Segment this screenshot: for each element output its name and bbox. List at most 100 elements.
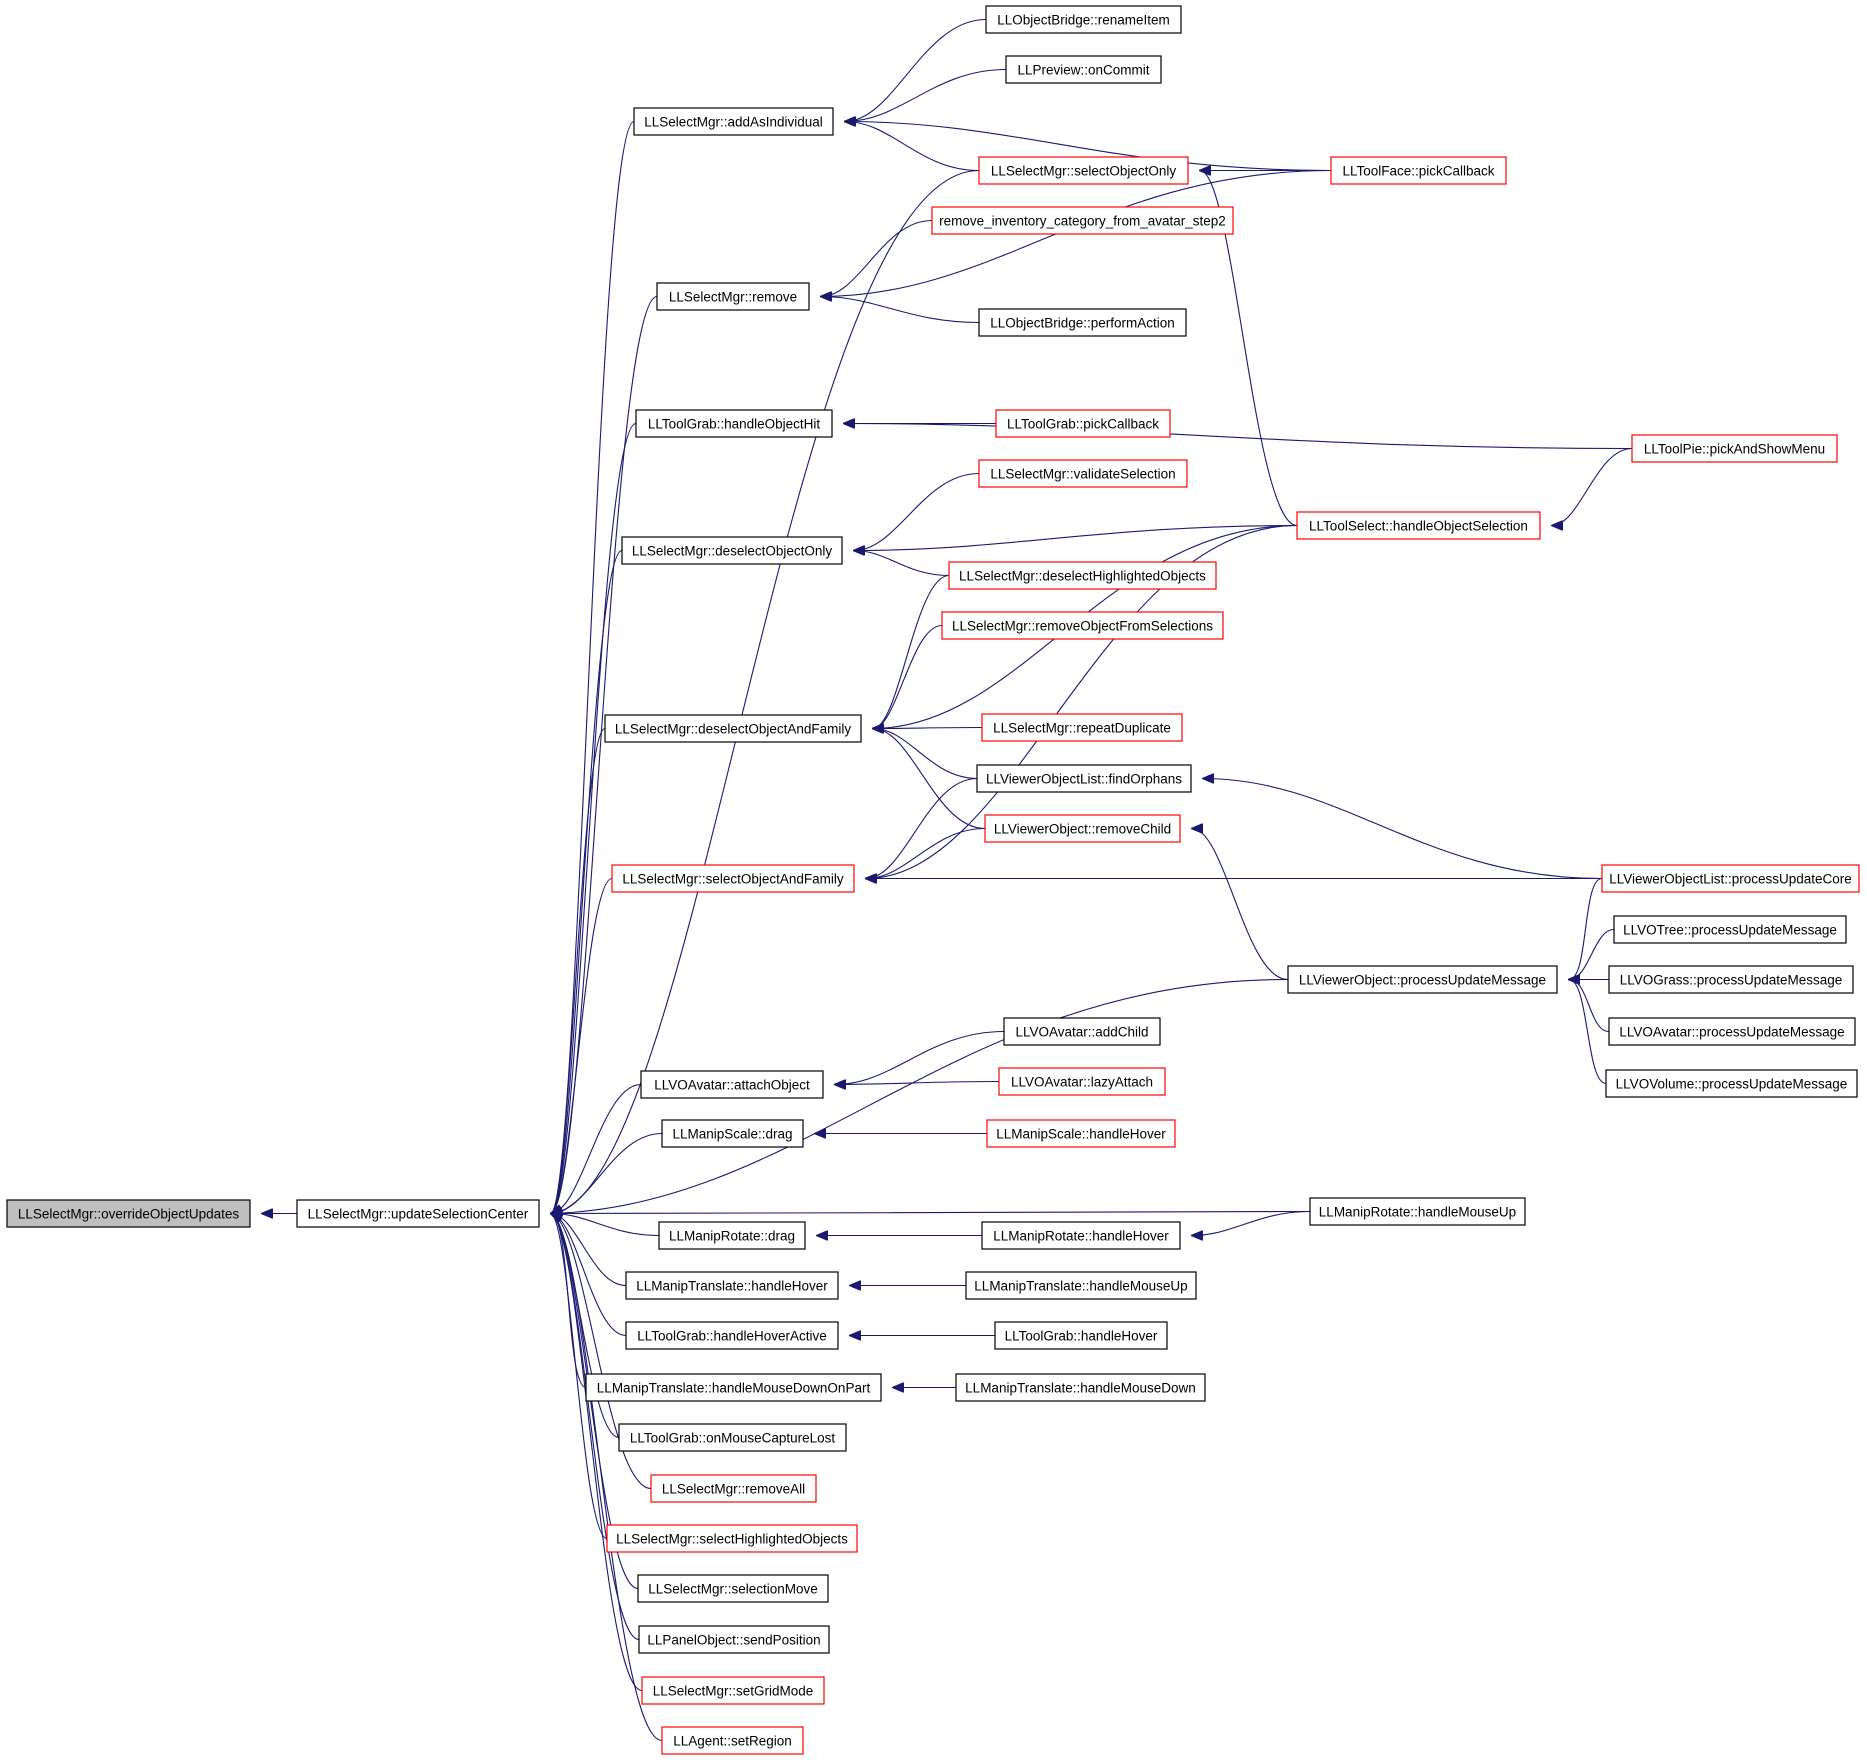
node-msDrag[interactable]: LLManipScale::drag xyxy=(661,1119,804,1148)
node-box xyxy=(661,1119,804,1148)
node-gridMode[interactable]: LLSelectMgr::setGridMode xyxy=(641,1676,825,1705)
node-selOnly[interactable]: LLSelectMgr::selectObjectOnly xyxy=(978,156,1189,185)
node-attach[interactable]: LLVOAvatar::attachObject xyxy=(640,1070,824,1099)
node-validSel[interactable]: LLSelectMgr::validateSelection xyxy=(978,459,1188,488)
node-label: LLVOVolume::processUpdateMessage xyxy=(1616,1077,1848,1092)
node-obRename[interactable]: LLObjectBridge::renameItem xyxy=(985,5,1182,34)
node-mtMouseDown[interactable]: LLManipTranslate::handleMouseDown xyxy=(955,1373,1206,1402)
node-msHover[interactable]: LLManipScale::handleHover xyxy=(986,1119,1176,1148)
edge-treePUM-to-voPUM xyxy=(1569,928,1615,980)
edge-findOrph-to-selFam xyxy=(866,777,978,879)
edge-addAsInd-to-usc xyxy=(551,120,635,1214)
node-tgPick[interactable]: LLToolGrab::pickCallback xyxy=(995,409,1171,438)
node-avAddChild[interactable]: LLVOAvatar::addChild xyxy=(1003,1017,1161,1046)
node-remChild[interactable]: LLViewerObject::removeChild xyxy=(984,814,1181,843)
node-label: LLObjectBridge::renameItem xyxy=(997,13,1170,28)
node-prevCommit[interactable]: LLPreview::onCommit xyxy=(1005,55,1162,84)
node-tgOMCL[interactable]: LLToolGrab::onMouseCaptureLost xyxy=(618,1423,847,1452)
node-tpPick[interactable]: LLToolPie::pickAndShowMenu xyxy=(1631,434,1838,463)
node-label: LLToolGrab::pickCallback xyxy=(1007,417,1159,432)
node-box xyxy=(978,308,1187,337)
node-label: LLSelectMgr::removeObjectFromSelections xyxy=(952,619,1213,634)
node-label: LLPreview::onCommit xyxy=(1017,63,1149,78)
node-box xyxy=(998,1067,1166,1096)
edge-selOnly-to-addAsInd xyxy=(845,122,980,172)
node-sendPos[interactable]: LLPanelObject::sendPosition xyxy=(638,1625,830,1654)
node-box xyxy=(1605,1069,1858,1098)
node-tgHOH[interactable]: LLToolGrab::handleObjectHit xyxy=(635,409,833,438)
node-addAsInd[interactable]: LLSelectMgr::addAsIndividual xyxy=(633,107,834,136)
node-mrMouseUp[interactable]: LLManipRotate::handleMouseUp xyxy=(1309,1197,1526,1226)
node-treePUM[interactable]: LLVOTree::processUpdateMessage xyxy=(1613,915,1847,944)
node-mtHover[interactable]: LLManipTranslate::handleHover xyxy=(625,1271,839,1300)
node-mtHMDOP[interactable]: LLManipTranslate::handleMouseDownOnPart xyxy=(585,1373,882,1402)
edge-attach-to-usc xyxy=(551,1083,642,1214)
node-box xyxy=(661,1726,804,1755)
node-box xyxy=(1601,864,1860,893)
node-label: LLToolGrab::onMouseCaptureLost xyxy=(630,1431,836,1446)
node-label: LLToolSelect::handleObjectSelection xyxy=(1309,519,1528,534)
edge-tsHOS-to-selOnly xyxy=(1200,171,1298,527)
node-voPUM[interactable]: LLViewerObject::processUpdateMessage xyxy=(1287,965,1558,994)
node-selMove[interactable]: LLSelectMgr::selectionMove xyxy=(637,1574,829,1603)
edge-remChild-to-selFam xyxy=(866,827,986,879)
edge-remFromSel-to-deselFam xyxy=(873,624,943,729)
node-repDup[interactable]: LLSelectMgr::repeatDuplicate xyxy=(981,713,1183,742)
node-volumePUM[interactable]: LLVOVolume::processUpdateMessage xyxy=(1605,1069,1858,1098)
node-box xyxy=(1330,156,1507,185)
node-remInv[interactable]: remove_inventory_category_from_avatar_st… xyxy=(931,206,1234,235)
node-box xyxy=(948,561,1217,590)
node-box xyxy=(6,1199,251,1228)
node-box xyxy=(296,1199,540,1228)
node-usc[interactable]: LLSelectMgr::updateSelectionCenter xyxy=(296,1199,540,1228)
node-avLazy[interactable]: LLVOAvatar::lazyAttach xyxy=(998,1067,1166,1096)
node-box xyxy=(981,713,1183,742)
node-tfPick[interactable]: LLToolFace::pickCallback xyxy=(1330,156,1507,185)
node-deselHigh[interactable]: LLSelectMgr::deselectHighlightedObjects xyxy=(948,561,1217,590)
node-box xyxy=(625,1271,839,1300)
node-mrHover[interactable]: LLManipRotate::handleHover xyxy=(981,1221,1181,1250)
edge-findOrph-to-deselFam xyxy=(873,729,978,780)
edge-voPUM-to-remChild xyxy=(1192,829,1289,981)
edge-deselHigh-to-deselFam xyxy=(873,574,950,729)
edge-deselHigh-to-deselOnly xyxy=(854,551,950,577)
node-box xyxy=(965,1271,1197,1300)
node-box xyxy=(656,282,810,311)
node-label: LLObjectBridge::performAction xyxy=(990,316,1175,331)
node-volPUC[interactable]: LLViewerObjectList::processUpdateCore xyxy=(1601,864,1860,893)
node-label: LLSelectMgr::selectionMove xyxy=(648,1582,818,1597)
node-setRegion[interactable]: LLAgent::setRegion xyxy=(661,1726,804,1755)
node-label: LLManipScale::handleHover xyxy=(996,1127,1166,1142)
node-label: LLSelectMgr::selectObjectOnly xyxy=(991,164,1177,179)
node-tgHHA[interactable]: LLToolGrab::handleHoverActive xyxy=(625,1321,839,1350)
node-root[interactable]: LLSelectMgr::overrideObjectUpdates xyxy=(6,1199,251,1228)
node-findOrph[interactable]: LLViewerObjectList::findOrphans xyxy=(976,764,1192,793)
node-selFam[interactable]: LLSelectMgr::selectObjectAndFamily xyxy=(611,864,855,893)
node-box xyxy=(611,864,855,893)
node-selHigh[interactable]: LLSelectMgr::selectHighlightedObjects xyxy=(606,1524,858,1553)
edge-voPUM-to-usc xyxy=(551,978,1289,1214)
node-grassPUM[interactable]: LLVOGrass::processUpdateMessage xyxy=(1608,965,1854,994)
node-avPUM[interactable]: LLVOAvatar::processUpdateMessage xyxy=(1608,1017,1856,1046)
node-mrDrag[interactable]: LLManipRotate::drag xyxy=(658,1221,806,1250)
node-tsHOS[interactable]: LLToolSelect::handleObjectSelection xyxy=(1296,511,1541,540)
node-label: LLSelectMgr::remove xyxy=(669,290,797,305)
edge-mrDrag-to-usc xyxy=(551,1214,660,1237)
node-label: LLSelectMgr::validateSelection xyxy=(990,467,1175,482)
node-label: LLVOAvatar::addChild xyxy=(1015,1025,1148,1040)
node-label: LLSelectMgr::deselectObjectOnly xyxy=(632,544,833,559)
node-tgHover[interactable]: LLToolGrab::handleHover xyxy=(994,1321,1168,1350)
node-remove[interactable]: LLSelectMgr::remove xyxy=(656,282,810,311)
node-deselFam[interactable]: LLSelectMgr::deselectObjectAndFamily xyxy=(604,714,862,743)
node-deselOnly[interactable]: LLSelectMgr::deselectObjectOnly xyxy=(621,536,843,565)
node-box xyxy=(955,1373,1206,1402)
node-removeAll[interactable]: LLSelectMgr::removeAll xyxy=(650,1474,817,1503)
node-mtMouseUp[interactable]: LLManipTranslate::handleMouseUp xyxy=(965,1271,1197,1300)
node-box xyxy=(986,1119,1176,1148)
node-obPerform[interactable]: LLObjectBridge::performAction xyxy=(978,308,1187,337)
node-box xyxy=(621,536,843,565)
node-label: LLManipTranslate::handleMouseDown xyxy=(965,1381,1196,1396)
node-remFromSel[interactable]: LLSelectMgr::removeObjectFromSelections xyxy=(941,611,1224,640)
edge-validSel-to-deselOnly xyxy=(854,472,980,551)
